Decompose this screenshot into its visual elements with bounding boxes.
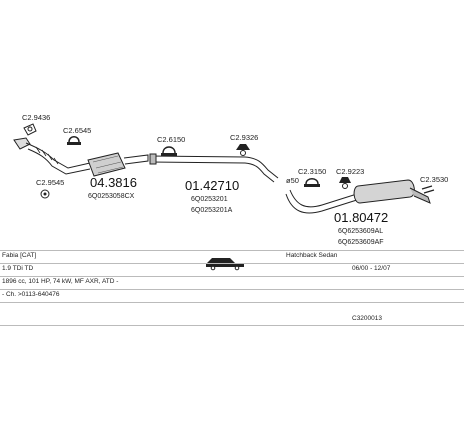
label-rear-oem-2: 6Q6253609AF bbox=[338, 239, 384, 246]
engine: 1.9 TDi TD bbox=[2, 265, 34, 272]
front-downpipe bbox=[13, 137, 91, 175]
label-hanger-mid: C2.9326 bbox=[230, 133, 258, 142]
label-clamp-front: C2.6545 bbox=[63, 126, 91, 135]
label-middle-oem-1: 6Q0253201 bbox=[191, 196, 228, 203]
model-name: Fabia [CAT] bbox=[2, 252, 37, 259]
catalyst bbox=[87, 152, 149, 177]
label-middle-code: 01.42710 bbox=[185, 178, 239, 193]
clamp-mid-icon bbox=[161, 146, 177, 156]
gasket-front-icon bbox=[23, 123, 37, 136]
clamp-front-icon bbox=[67, 136, 81, 145]
rear-muffler bbox=[353, 179, 431, 204]
label-rear-oem-1: 6Q6253609AL bbox=[338, 228, 383, 235]
vehicle-info-table: Fabia [CAT] Hatchback Sedan 1.9 TDi TD 0… bbox=[0, 250, 464, 322]
label-catalyst-code: 04.3816 bbox=[90, 175, 137, 190]
label-gasket-front: C2.9436 bbox=[22, 113, 50, 122]
label-catalyst-oem: 6Q0253058CX bbox=[88, 193, 135, 200]
label-clamp-rear: C2.3150 bbox=[298, 167, 326, 176]
car-body-icon bbox=[206, 258, 244, 271]
label-clamp-50: ø50 bbox=[286, 176, 299, 185]
engine-spec: 1896 cc, 101 HP, 74 kW, MF AXR, ATD - bbox=[2, 278, 119, 285]
label-hanger-rear: C2.9223 bbox=[336, 167, 364, 176]
info-row-catalog: C3200013 bbox=[0, 302, 464, 322]
hanger-rear-icon bbox=[339, 177, 351, 189]
info-row-model: Fabia [CAT] Hatchback Sedan bbox=[0, 250, 464, 263]
middle-pipe bbox=[149, 153, 279, 183]
label-tail-hanger: C2.3530 bbox=[420, 175, 448, 184]
label-middle-oem-2: 6Q0253201A bbox=[191, 207, 233, 214]
label-clamp-mid: C2.6150 bbox=[157, 135, 185, 144]
chassis-range: - Ch. >0113-640476 bbox=[2, 291, 60, 298]
body-type: Hatchback Sedan bbox=[286, 252, 338, 259]
rear-pipe bbox=[285, 189, 361, 214]
table-bottom-divider bbox=[0, 325, 464, 326]
hanger-mid-icon bbox=[236, 144, 250, 156]
clamp-rear-icon bbox=[304, 178, 320, 187]
info-row-spec: 1896 cc, 101 HP, 74 kW, MF AXR, ATD - bbox=[0, 276, 464, 289]
info-row-chassis: - Ch. >0113-640476 bbox=[0, 289, 464, 302]
catalog-code: C3200013 bbox=[352, 315, 382, 322]
period: 06/00 - 12/07 bbox=[352, 265, 391, 272]
tail-hanger-icon bbox=[421, 185, 435, 194]
gasket-left-icon bbox=[40, 189, 50, 199]
info-row-engine: 1.9 TDi TD 06/00 - 12/07 bbox=[0, 263, 464, 276]
label-gasket-left: C2.9545 bbox=[36, 178, 64, 187]
label-rear-code: 01.80472 bbox=[334, 210, 388, 225]
